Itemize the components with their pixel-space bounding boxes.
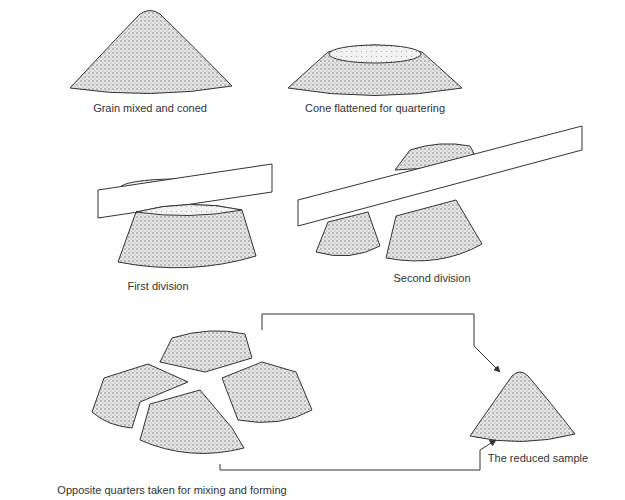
arrow-line [262, 314, 500, 372]
quarter-top [160, 331, 252, 372]
caption-label: Grain mixed and coned [91, 102, 209, 115]
caption-label: The reduced sample [486, 452, 590, 465]
caption-label: Cone flattened for quartering [303, 102, 447, 115]
caption-label: Second division [391, 272, 472, 285]
quarter-left [316, 212, 380, 256]
front-half [118, 204, 256, 267]
quarter-right [222, 362, 312, 422]
arrow-line [220, 440, 496, 470]
flat-top [329, 45, 421, 63]
grain-cone [70, 11, 232, 94]
cut-face [136, 204, 242, 215]
flattened-cone [288, 45, 462, 96]
half-right [386, 200, 482, 261]
caption-label: Opposite quarters taken for mixing and f… [55, 484, 288, 497]
division-board [98, 164, 272, 218]
quarter-left [92, 364, 188, 428]
quarter-bottom [140, 390, 244, 453]
caption-label: First division [125, 280, 190, 293]
reduced-cone [470, 372, 575, 442]
